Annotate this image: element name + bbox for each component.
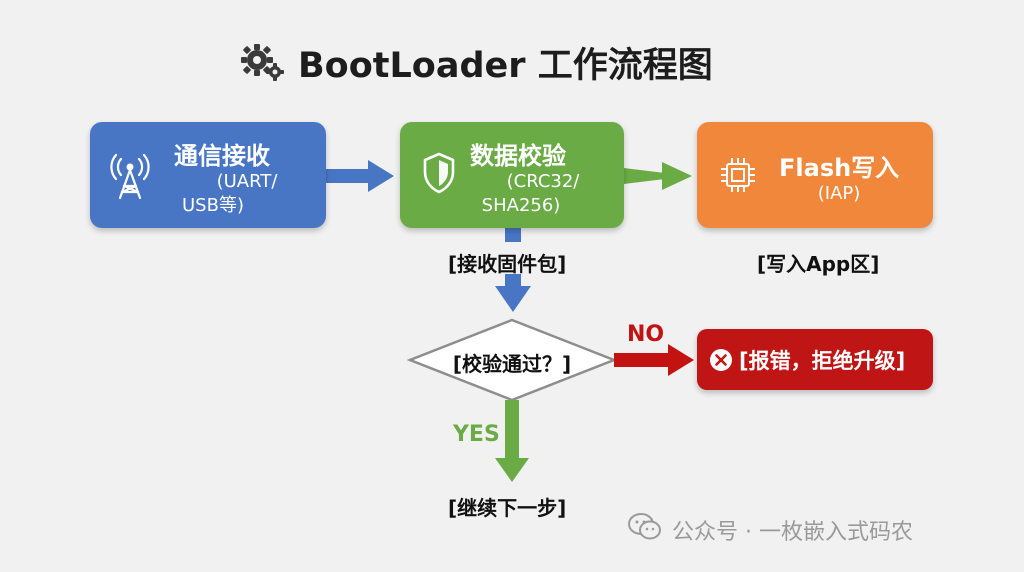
node-flash-sub: (IAP) xyxy=(817,183,861,204)
page-title-text: BootLoader 工作流程图 xyxy=(298,45,713,86)
node-verify-title: 数据校验 xyxy=(470,142,566,170)
node-verify: 数据校验 (CRC32/ SHA256) xyxy=(400,122,624,228)
node-error-text: [报错，拒绝升级] xyxy=(739,349,906,373)
signal-tower-icon xyxy=(110,150,150,204)
arrow-yes xyxy=(495,400,529,482)
wechat-icon xyxy=(628,512,662,548)
arrow-no xyxy=(614,344,694,376)
node-verify-sub-1: (CRC32/ xyxy=(506,171,580,192)
node-receive: 通信接收 (UART/ USB等) xyxy=(90,122,326,228)
label-continue: [继续下一步] xyxy=(448,496,567,520)
arrow-verify-to-decision xyxy=(495,228,531,312)
edge-yes-label: YES xyxy=(453,422,500,447)
node-flash: Flash写入 (IAP) xyxy=(697,122,933,228)
arrow-receive-to-verify xyxy=(326,160,394,192)
decision-text: [校验通过？] xyxy=(452,352,572,376)
node-receive-title: 通信接收 xyxy=(174,142,270,170)
chip-icon xyxy=(719,156,757,198)
label-write-app: [写入App区] xyxy=(757,252,880,276)
node-receive-sub-1: (UART/ xyxy=(216,171,278,192)
node-receive-sub-2: USB等) xyxy=(182,195,244,216)
watermark: 公众号 · 一枚嵌入式码农 xyxy=(628,510,913,550)
page-title: BootLoader 工作流程图 xyxy=(240,36,713,88)
shield-icon xyxy=(422,152,456,198)
label-receive-package: [接收固件包] xyxy=(448,252,567,276)
watermark-text: 公众号 · 一枚嵌入式码农 xyxy=(672,520,913,545)
edge-no-label: NO xyxy=(627,322,665,347)
node-verify-sub-2: SHA256) xyxy=(481,195,561,216)
node-flash-title: Flash写入 xyxy=(779,154,900,182)
arrow-verify-to-flash xyxy=(624,162,692,190)
node-error: [报错，拒绝升级] xyxy=(697,329,933,390)
close-circle-icon xyxy=(709,348,733,376)
gear-icon xyxy=(240,42,286,82)
